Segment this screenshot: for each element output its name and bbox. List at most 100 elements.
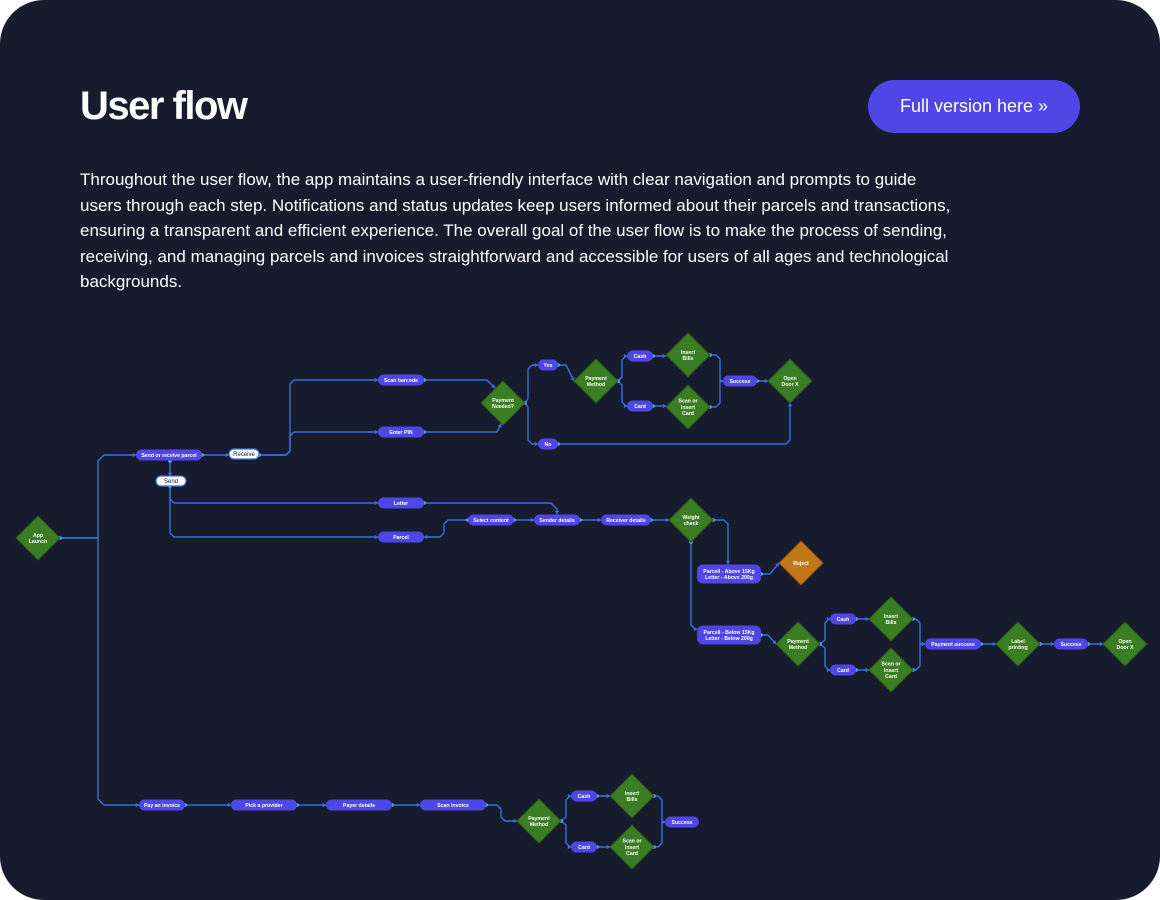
node-label: Pay an invoice: [144, 803, 180, 809]
decision-diamond: [767, 358, 813, 404]
arrowhead: [606, 793, 610, 799]
step-pill: [139, 799, 185, 811]
arrowhead: [374, 429, 378, 435]
arrowhead: [1050, 641, 1054, 647]
node-label: Card: [578, 845, 590, 851]
arrowhead: [665, 517, 669, 523]
step-pill: [231, 799, 297, 811]
connector-scan1-to-success1: [709, 380, 724, 408]
arrowhead: [725, 560, 731, 564]
decision-diamond: [516, 798, 562, 844]
connector-scan3-to-success3: [653, 821, 666, 848]
branch-pill: [155, 475, 187, 487]
node-send: Send: [155, 475, 187, 487]
node-label: App: [33, 533, 43, 539]
node-label: Cash: [837, 617, 850, 623]
node-payer: Payer details: [326, 799, 392, 811]
arrowhead: [623, 403, 627, 409]
step-pill: [378, 531, 424, 543]
branch-pill: [228, 448, 260, 460]
reject-diamond: [778, 540, 824, 586]
arrowhead: [661, 819, 665, 825]
node-success1: Success: [723, 375, 757, 387]
arrowhead: [225, 452, 229, 458]
page-title: User flow: [80, 84, 248, 128]
node-label: Enter PIN: [389, 430, 413, 436]
node-label: Success: [1060, 642, 1081, 648]
arrowhead: [775, 563, 779, 567]
node-label: Scan or: [881, 662, 900, 668]
node-reject: Reject: [778, 540, 824, 586]
arrowhead: [132, 452, 136, 458]
node-label: Send: [164, 479, 178, 485]
arrowhead: [623, 353, 627, 359]
decision-diamond: [573, 358, 619, 404]
connector-parcel-to-select_content: [423, 519, 469, 538]
node-label: Yes: [544, 363, 553, 369]
node-label: Scan or: [678, 399, 697, 405]
arrowhead: [135, 802, 139, 808]
decision-diamond: [665, 332, 711, 378]
node-label: Door X: [1116, 645, 1134, 651]
arrowhead: [534, 441, 538, 447]
arrowhead: [424, 534, 428, 540]
node-card1: Card: [627, 400, 653, 412]
step-pill: [1054, 638, 1088, 650]
arrowhead: [374, 500, 378, 506]
full-version-button[interactable]: Full version here »: [868, 80, 1080, 133]
decision-diamond: [609, 824, 655, 870]
node-label: Card: [634, 404, 646, 410]
node-no: No: [538, 438, 558, 450]
arrowhead: [719, 378, 723, 384]
node-parcel: Parcel: [378, 531, 424, 543]
arrowhead: [554, 510, 560, 514]
connector-bills3-to-success3: [653, 795, 666, 823]
arrowhead: [570, 377, 575, 381]
node-label: Open: [783, 376, 796, 382]
node-cash2: Cash: [830, 613, 856, 625]
node-label: Select content: [473, 518, 509, 524]
step-pill: [925, 638, 981, 650]
node-label: Bills: [886, 620, 897, 626]
decision-diamond: [775, 621, 821, 667]
arrowhead: [491, 384, 495, 388]
connector-bills1-to-success1: [709, 354, 724, 382]
connector-receive-to-scan_barcode: [258, 379, 379, 456]
node-label: Payer details: [343, 803, 375, 809]
arrowhead: [1099, 641, 1103, 647]
connector-pm3-to-card3: [560, 820, 572, 848]
step-pill: [378, 374, 424, 386]
node-provider: Pick a provider: [231, 799, 297, 811]
node-paysuccess: Payment success: [925, 638, 981, 650]
connector-pm2-to-card2: [819, 643, 831, 671]
flow-description: Throughout the user flow, the app mainta…: [80, 170, 951, 291]
arrowhead: [567, 793, 571, 799]
connector-enter_pin-to-pay_needed: [423, 423, 502, 433]
connector-pm2-to-cash2: [819, 618, 831, 645]
node-label: Payment: [492, 398, 514, 404]
node-label: printing: [1008, 645, 1027, 651]
node-label: Insert: [884, 668, 898, 674]
arrowhead: [787, 403, 793, 407]
node-label: Scan invoice: [437, 803, 469, 809]
arrowhead: [772, 640, 776, 644]
step-pill: [665, 816, 699, 828]
connector-receive-to-enter_pin: [258, 431, 379, 456]
decision-diamond: [995, 621, 1041, 667]
arrowhead: [992, 641, 996, 647]
connector-pm1-to-card1: [617, 380, 628, 407]
decision-diamond: [668, 497, 714, 543]
arrowhead: [764, 378, 768, 384]
decision-diamond: [1102, 621, 1148, 667]
step-pill: [697, 564, 761, 584]
